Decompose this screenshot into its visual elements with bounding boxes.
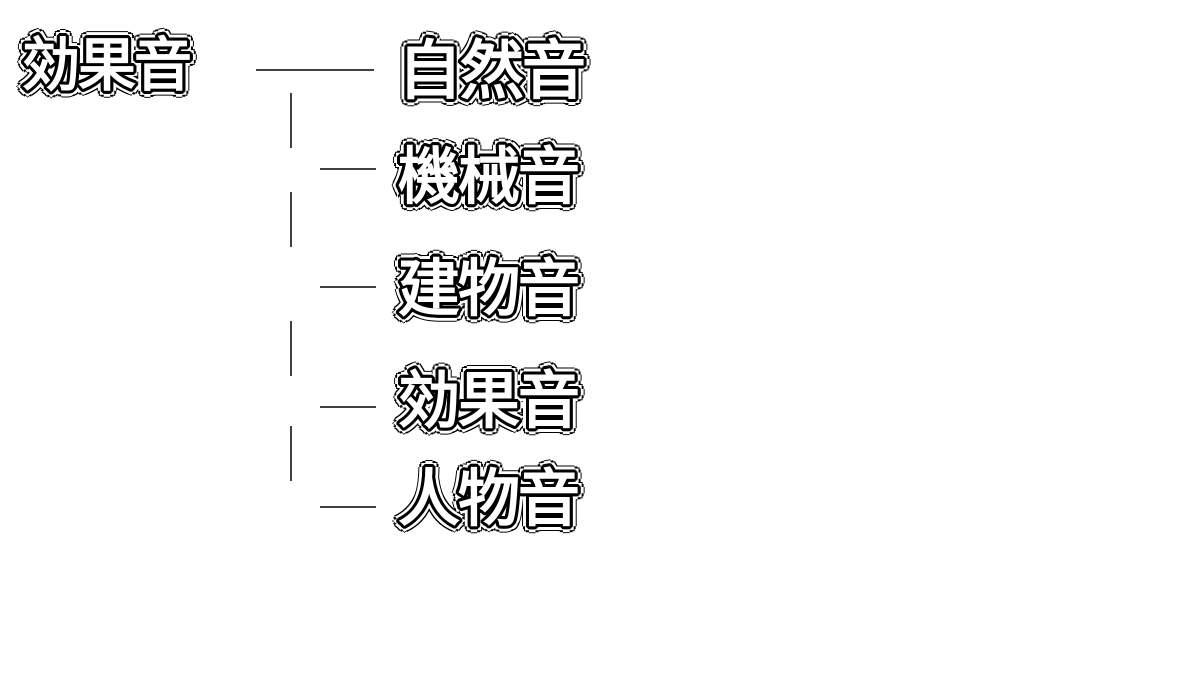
child-node-label-shizen: 自然音	[398, 35, 586, 109]
root-node-label: 効果音	[22, 31, 192, 99]
child-node-label-jinbutsu: 人物音	[398, 462, 580, 535]
child-node-label-tatemono: 建物音	[398, 252, 580, 325]
child-node-label-kikai: 機械音	[398, 140, 580, 213]
child-node-label-kouka: 効果音	[398, 364, 580, 437]
